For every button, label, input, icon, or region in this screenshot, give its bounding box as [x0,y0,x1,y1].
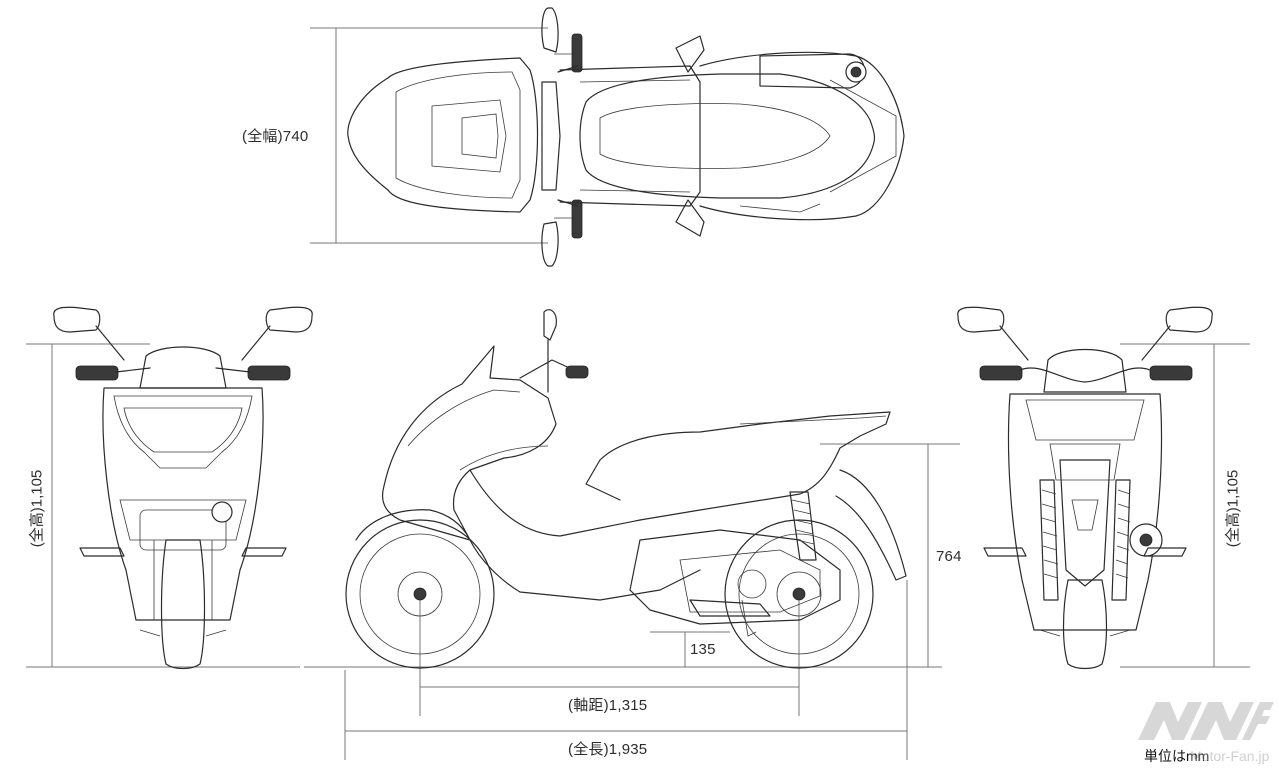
top-view [347,7,905,267]
watermark-text: Motor-Fan.jp [1190,748,1270,764]
width-label: (全幅)740 [242,128,309,145]
front-height-label: (全高)1,105 [28,469,46,548]
side-view [345,309,907,669]
rear-height-label: (全高)1,105 [1224,469,1242,548]
wheelbase-label: (軸距)1,315 [568,697,648,714]
brand-logo [1138,702,1274,740]
length-label: (全長)1,935 [568,741,648,758]
measurement-lines [26,27,1250,760]
ground-clearance-label: 135 [690,641,716,658]
rear-view [957,306,1213,670]
seat-height-label: 764 [936,548,962,565]
front-view [53,306,313,670]
unit-note: 単位はmm [1144,748,1210,764]
